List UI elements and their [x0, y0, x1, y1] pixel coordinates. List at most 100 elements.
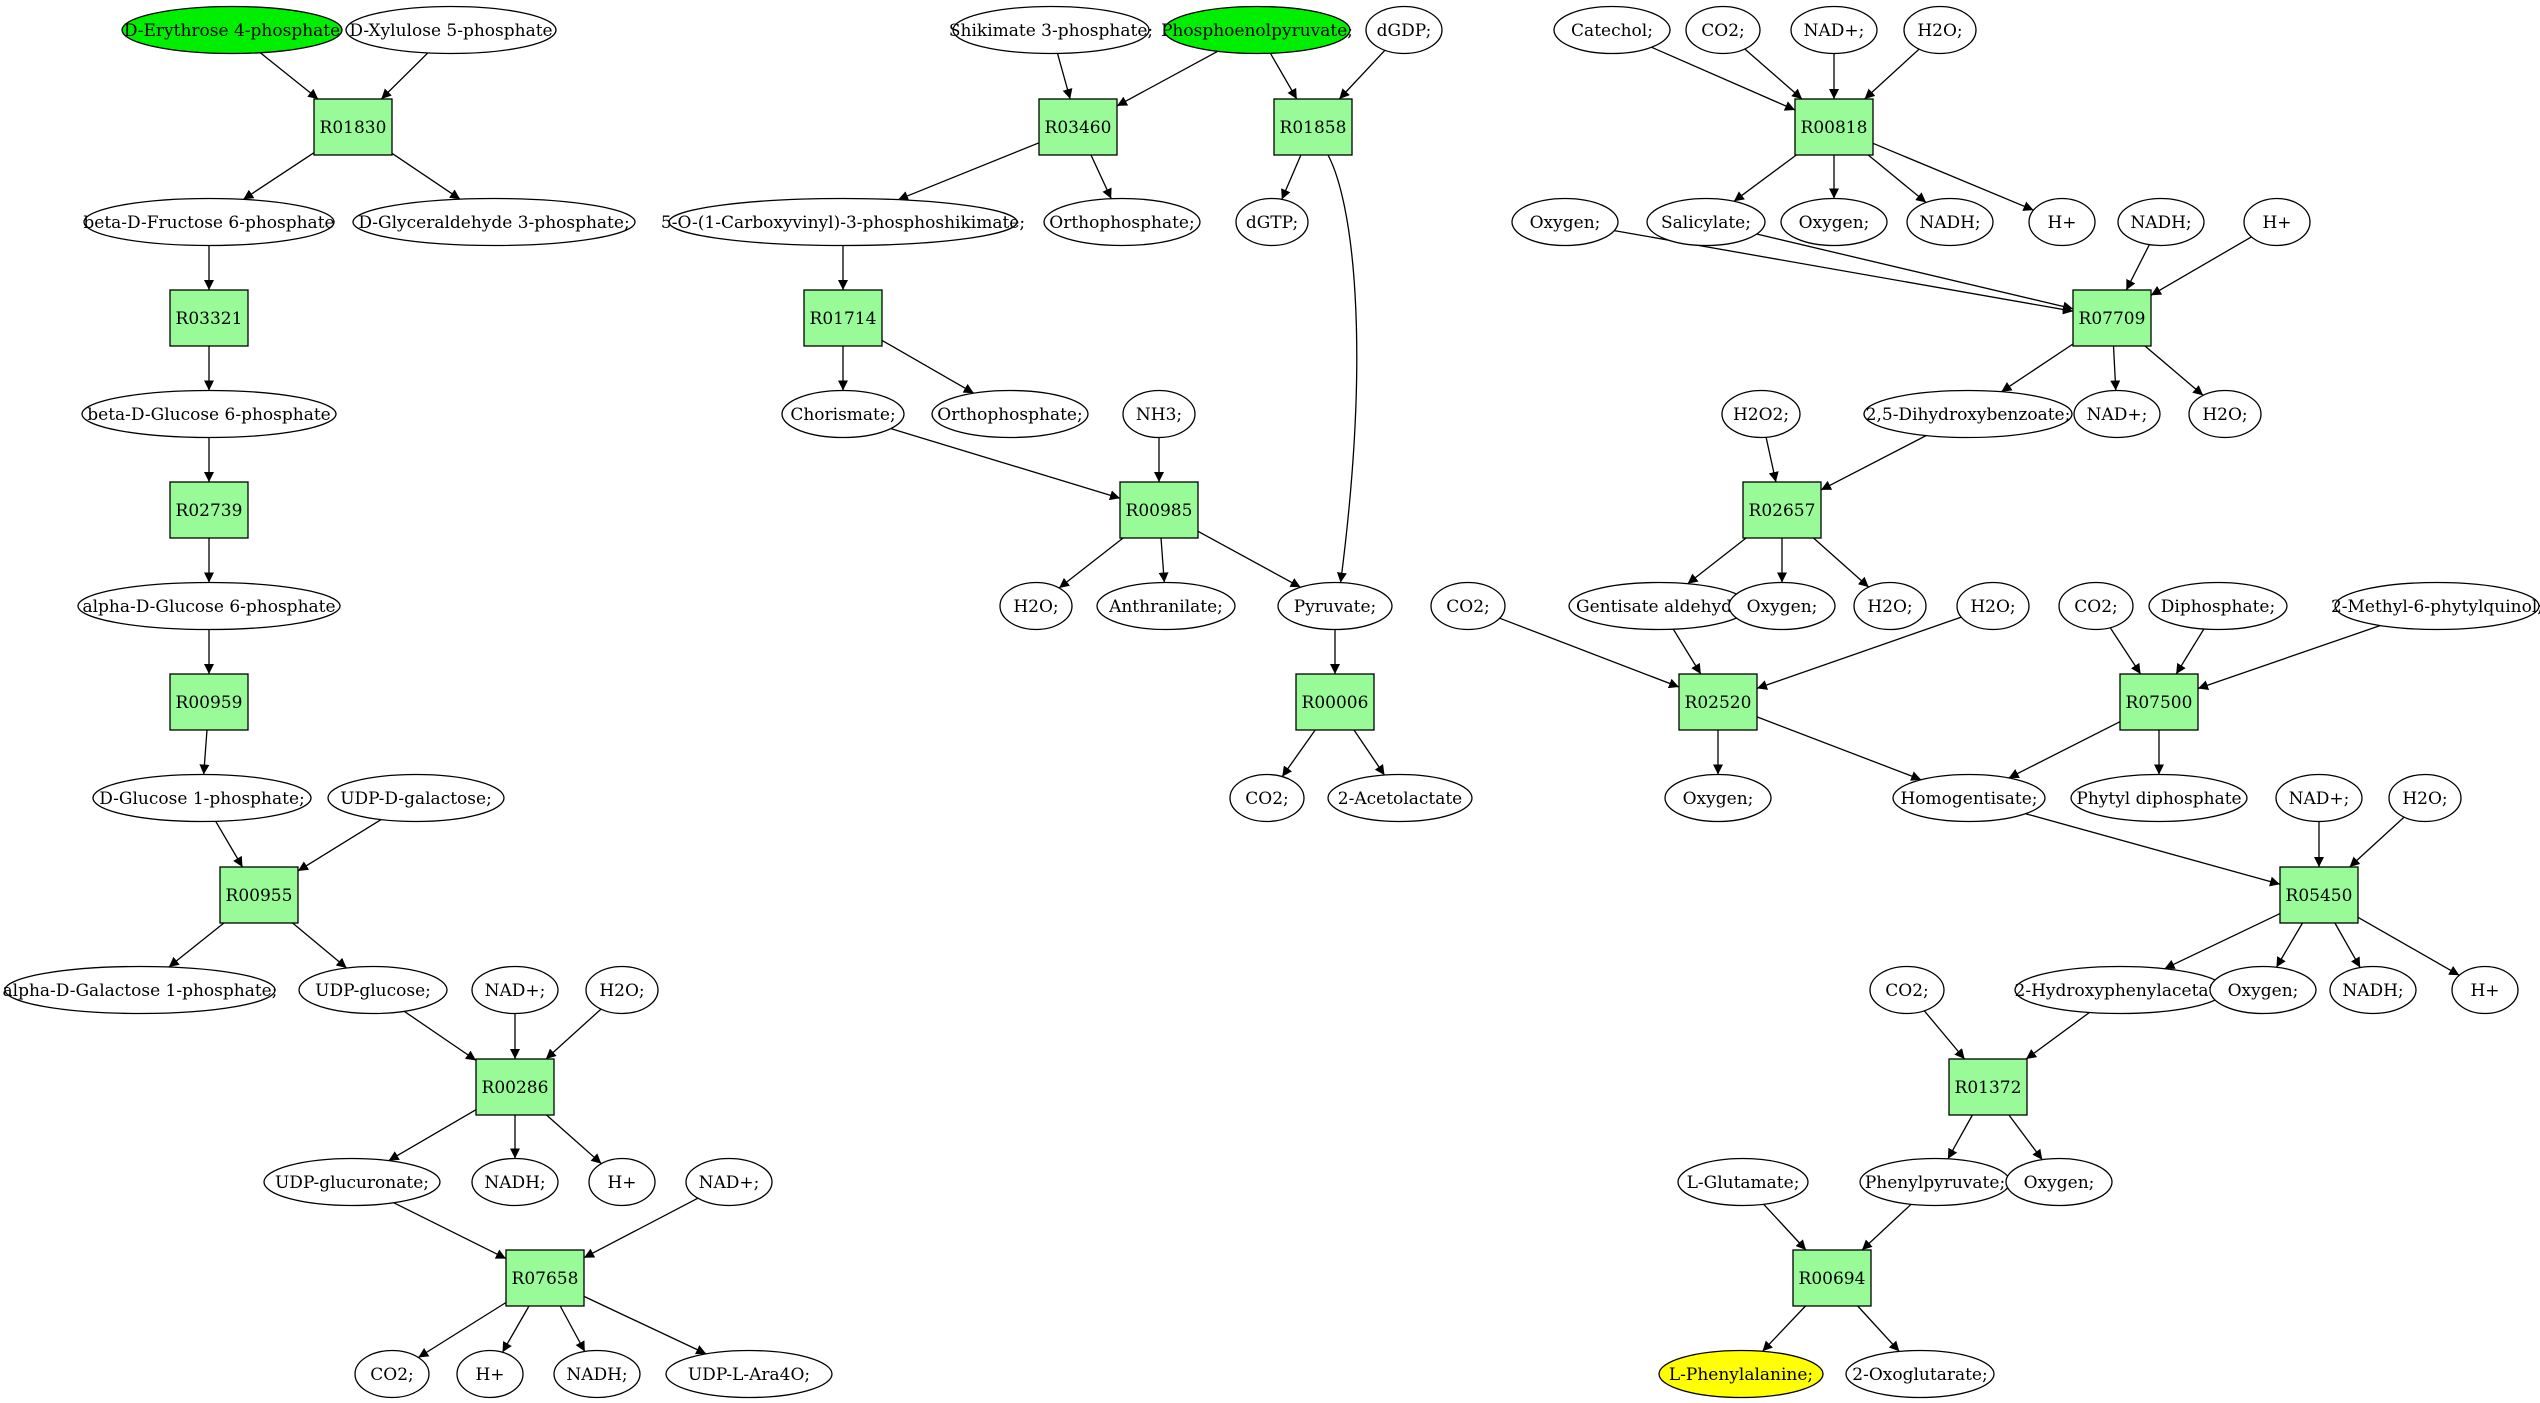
reaction-node-r00955[interactable]: R00955 — [219, 866, 299, 924]
reaction-node-r07658[interactable]: R07658 — [505, 1249, 585, 1307]
compound-node-co2-3[interactable]: CO2; — [1685, 5, 1761, 55]
compound-node-oxy-2[interactable]: Oxygen; — [1780, 197, 1888, 247]
compound-node-co2-4[interactable]: CO2; — [1430, 581, 1506, 631]
compound-node-nadp-1[interactable]: NAD+; — [471, 965, 559, 1015]
node-label: R02739 — [176, 501, 243, 521]
node-label: alpha-D-Glucose 6-phosphate — [82, 597, 335, 617]
compound-node-2hpa[interactable]: 2-Hydroxyphenylacetate — [2014, 965, 2226, 1015]
compound-node-ppi[interactable]: Diphosphate; — [2148, 581, 2288, 631]
compound-node-udpara[interactable]: UDP-L-Ara4O; — [665, 1349, 833, 1399]
compound-node-dhb[interactable]: 2,5-Dihydroxybenzoate; — [1863, 389, 2073, 439]
compound-node-xylulose[interactable]: D-Xylulose 5-phosphate — [345, 5, 557, 55]
node-label: H2O; — [1917, 21, 1962, 41]
compound-node-h2o-4[interactable]: H2O; — [2188, 389, 2262, 439]
compound-node-salicyl[interactable]: Salicylate; — [1646, 197, 1766, 247]
compound-node-gentald[interactable]: Gentisate aldehyde — [1568, 581, 1750, 631]
compound-node-h2o2[interactable]: H2O2; — [1721, 389, 1801, 439]
compound-node-h2o-3[interactable]: H2O; — [1903, 5, 1977, 55]
reaction-node-r01714[interactable]: R01714 — [803, 289, 883, 347]
start-compound-ellipse — [1163, 5, 1351, 55]
reaction-node-r01830[interactable]: R01830 — [313, 98, 393, 156]
compound-node-dgap[interactable]: D-Glyceraldehyde 3-phosphate; — [352, 197, 636, 247]
compound-node-erythrose[interactable]: D-Erythrose 4-phosphate — [121, 5, 343, 55]
compound-node-nadh-1[interactable]: NADH; — [471, 1157, 559, 1207]
compound-node-dglc1p[interactable]: D-Glucose 1-phosphate; — [92, 773, 312, 823]
compound-node-phpyr[interactable]: Phenylpyruvate; — [1859, 1157, 2011, 1207]
compound-node-co2-1[interactable]: CO2; — [354, 1349, 430, 1399]
compound-node-oxy-1[interactable]: Oxygen; — [1511, 197, 1619, 247]
compound-node-phe[interactable]: L-Phenylalanine; — [1658, 1349, 1824, 1399]
compound-node-h2o-6[interactable]: H2O; — [1956, 581, 2030, 631]
compound-node-pyr[interactable]: Pyruvate; — [1277, 581, 1393, 631]
reaction-node-r03321[interactable]: R03321 — [169, 289, 249, 347]
compound-node-hplus-3[interactable]: H+ — [2028, 197, 2096, 247]
compound-node-epsp[interactable]: 5-O-(1-Carboxyvinyl)-3-phosphoshikimate; — [661, 197, 1025, 247]
reaction-node-r00985[interactable]: R00985 — [1119, 481, 1199, 539]
compound-node-bdglc6p[interactable]: beta-D-Glucose 6-phosphate — [81, 389, 337, 439]
compound-node-nadp-3[interactable]: NAD+; — [1790, 5, 1878, 55]
compound-ellipse — [354, 1349, 430, 1399]
compound-node-anth[interactable]: Anthranilate; — [1096, 581, 1236, 631]
compound-node-mpq[interactable]: 2-Methyl-6-phytylquinol; — [2331, 581, 2540, 631]
compound-node-2og[interactable]: 2-Oxoglutarate; — [1845, 1349, 1995, 1399]
reaction-node-r07709[interactable]: R07709 — [2072, 289, 2152, 347]
compound-node-pep[interactable]: Phosphoenolpyruvate; — [1161, 5, 1353, 55]
reaction-node-r00694[interactable]: R00694 — [1792, 1249, 1872, 1307]
reaction-node-r02657[interactable]: R02657 — [1742, 481, 1822, 539]
compound-node-hplus-5[interactable]: H+ — [2451, 965, 2519, 1015]
compound-node-pi-1[interactable]: Orthophosphate; — [1043, 197, 1201, 247]
compound-node-homog[interactable]: Homogentisate; — [1892, 773, 2046, 823]
compound-node-oxy-5[interactable]: Oxygen; — [2209, 965, 2317, 1015]
compound-node-oxy-3[interactable]: Oxygen; — [1728, 581, 1836, 631]
compound-node-bdfru6p[interactable]: beta-D-Fructose 6-phosphate — [83, 197, 335, 247]
compound-node-nadh-3[interactable]: NADH; — [1906, 197, 1994, 247]
edge-homog-to-R05450 — [2025, 813, 2281, 887]
compound-node-nadh-5[interactable]: NADH; — [2329, 965, 2417, 1015]
compound-node-udpglcu[interactable]: UDP-glucuronate; — [263, 1157, 441, 1207]
compound-node-hplus-2[interactable]: H+ — [456, 1349, 524, 1399]
compound-node-co2-2[interactable]: CO2; — [1229, 773, 1305, 823]
reaction-node-r05450[interactable]: R05450 — [2279, 866, 2359, 924]
reaction-node-r00959[interactable]: R00959 — [169, 673, 249, 731]
compound-node-udpglc[interactable]: UDP-glucose; — [298, 965, 448, 1015]
compound-node-hplus-4[interactable]: H+ — [2243, 197, 2311, 247]
compound-node-shik3p[interactable]: Shikimate 3-phosphate; — [949, 5, 1153, 55]
reaction-node-r02739[interactable]: R02739 — [169, 481, 249, 539]
compound-node-dgdp[interactable]: dGDP; — [1365, 5, 1443, 55]
compound-node-nadp-4[interactable]: NAD+; — [2073, 389, 2161, 439]
compound-node-h2o-7[interactable]: H2O; — [2388, 773, 2462, 823]
reaction-node-r00818[interactable]: R00818 — [1794, 98, 1874, 156]
compound-node-glu[interactable]: L-Glutamate; — [1677, 1157, 1809, 1207]
reaction-node-r03460[interactable]: R03460 — [1038, 98, 1118, 156]
compound-node-nadp-2[interactable]: NAD+; — [685, 1157, 773, 1207]
reaction-node-r00286[interactable]: R00286 — [475, 1058, 555, 1116]
reaction-node-r01858[interactable]: R01858 — [1273, 98, 1353, 156]
node-label: NAD+; — [485, 981, 546, 1001]
compound-node-adglc6p[interactable]: alpha-D-Glucose 6-phosphate — [77, 581, 341, 631]
compound-node-nadh-2[interactable]: NADH; — [553, 1349, 641, 1399]
compound-node-h2o-2[interactable]: H2O; — [999, 581, 1073, 631]
compound-node-nadh-4[interactable]: NADH; — [2117, 197, 2205, 247]
reaction-node-r02520[interactable]: R02520 — [1678, 673, 1758, 731]
compound-node-nh3[interactable]: NH3; — [1122, 389, 1196, 439]
compound-node-nadp-5[interactable]: NAD+; — [2275, 773, 2363, 823]
compound-node-oxy-4[interactable]: Oxygen; — [1664, 773, 1772, 823]
compound-node-pi-2[interactable]: Orthophosphate; — [931, 389, 1089, 439]
compound-node-oxy-6[interactable]: Oxygen; — [2005, 1157, 2113, 1207]
compound-node-adgal1p[interactable]: alpha-D-Galactose 1-phosphate; — [3, 965, 278, 1015]
compound-node-catechol[interactable]: Catechol; — [1553, 5, 1671, 55]
compound-node-h2o-1[interactable]: H2O; — [585, 965, 659, 1015]
compound-node-chor[interactable]: Chorismate; — [781, 389, 905, 439]
compound-node-co2-5[interactable]: CO2; — [2058, 581, 2134, 631]
compound-node-h2o-5[interactable]: H2O; — [1853, 581, 1927, 631]
compound-node-hplus-1[interactable]: H+ — [588, 1157, 656, 1207]
compound-node-acetol[interactable]: 2-Acetolactate — [1327, 773, 1473, 823]
reaction-node-r01372[interactable]: R01372 — [1948, 1058, 2028, 1116]
compound-node-dgtp[interactable]: dGTP; — [1235, 197, 1309, 247]
reaction-node-r07500[interactable]: R07500 — [2119, 673, 2199, 731]
compound-node-co2-6[interactable]: CO2; — [1869, 965, 1945, 1015]
reaction-node-r00006[interactable]: R00006 — [1295, 673, 1375, 731]
compound-node-udpgal[interactable]: UDP-D-galactose; — [327, 773, 505, 823]
compound-node-phytylpp[interactable]: Phytyl diphosphate — [2070, 773, 2248, 823]
node-label: H2O; — [1867, 597, 1912, 617]
